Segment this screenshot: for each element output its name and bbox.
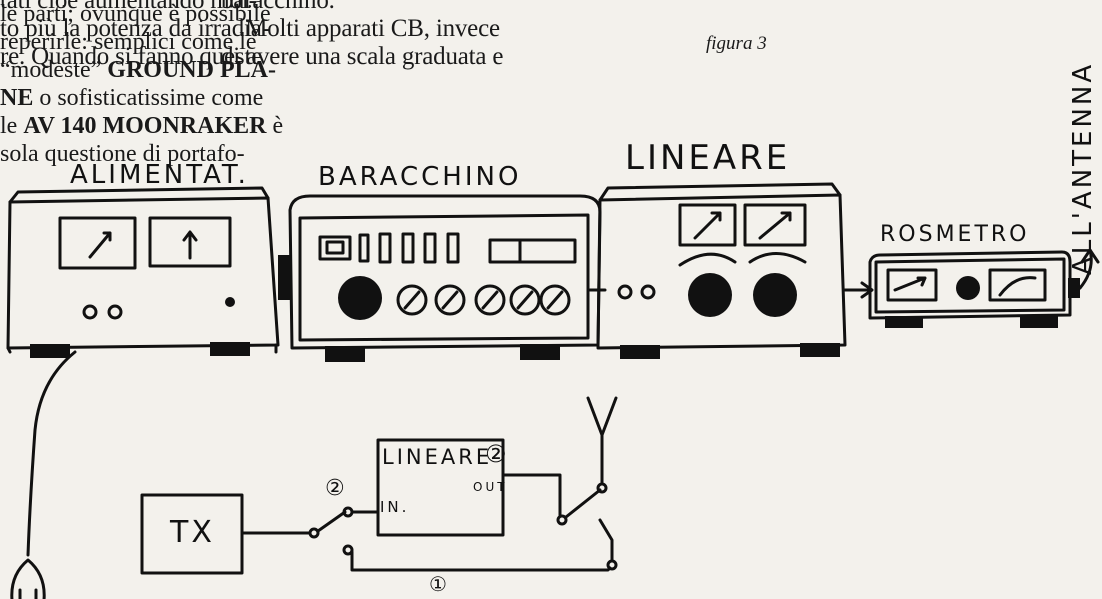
col3-line: le AV 140 MOONRAKER è: [0, 112, 725, 140]
col3-bold: NE: [0, 85, 34, 111]
label-baracchino: BARACCHINO: [318, 162, 522, 192]
label-out: OUT: [473, 480, 508, 494]
label-lineare-top: LINEARE: [625, 138, 791, 178]
linear-amplifier-drawing: [588, 182, 847, 359]
power-cord-drawing: [10, 350, 77, 599]
column-3-text: le parti; ovunque è possibile reperirle:…: [0, 0, 725, 168]
col3-span: è: [266, 113, 284, 139]
label-all-antenna: ALL'ANTENNA: [1068, 61, 1098, 275]
col3-line: le parti; ovunque è possibile: [0, 1, 271, 27]
col3-line: “modeste” GROUND PLA-: [0, 56, 725, 84]
label-rosmetro: ROSMETRO: [880, 222, 1030, 247]
col3-bold: AV 140 MOONRAKER: [23, 113, 267, 139]
schematic-drawing: [140, 396, 618, 575]
cb-radio-drawing: [278, 194, 602, 362]
label-in: IN.: [380, 498, 410, 516]
col3-span: “modeste”: [0, 57, 108, 83]
col3-line: reperirle: semplici come le: [0, 29, 257, 55]
swr-meter-drawing: [843, 248, 1100, 328]
label-tx: TX: [170, 515, 215, 550]
col3-line: NE o sofisticatissime come: [0, 84, 725, 112]
column-2-text: baracchino. Molti apparati CB, invece di…: [221, 0, 504, 70]
marker-2-left: ②: [325, 476, 348, 501]
marker-1: ①: [429, 572, 450, 596]
col3-bold: GROUND PLA-: [107, 57, 276, 83]
label-alimentatore: ALIMENTAT.: [70, 160, 249, 190]
col3-span: o sofisticatissime come: [33, 85, 264, 111]
column-1-text: tati cioè aumentando mol- to più la pote…: [0, 0, 270, 70]
figure-label: figura 3: [706, 33, 767, 54]
col3-line: sola questione di portafo-: [0, 141, 245, 167]
label-lineare-box: LINEARE: [382, 445, 493, 469]
col3-span: le: [0, 113, 24, 139]
marker-2-top: ②: [485, 440, 510, 468]
power-supply-drawing: [6, 186, 280, 358]
